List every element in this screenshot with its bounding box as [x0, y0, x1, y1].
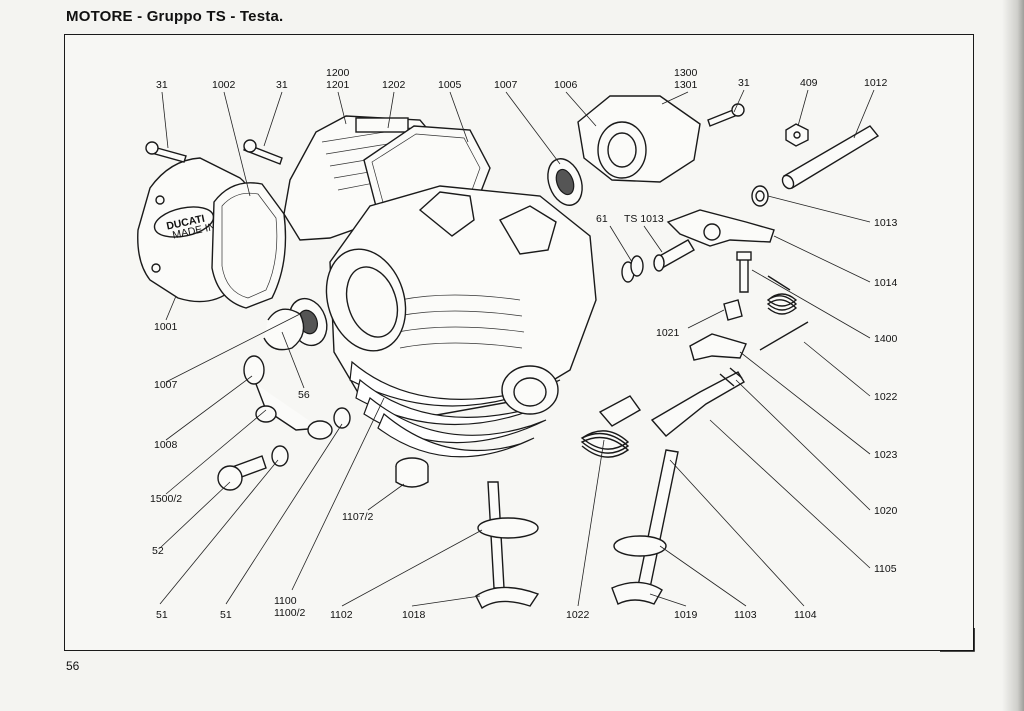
nut-409 [785, 123, 809, 147]
page-title: MOTORE - Gruppo TS - Testa. [66, 8, 284, 25]
cylinder-head [325, 185, 597, 458]
label-1001: 1001 [154, 321, 178, 333]
collet-1021 [723, 299, 743, 321]
bearing-1007-top [547, 158, 583, 206]
rocker-shaft-1012 [781, 125, 880, 190]
label-1300: 1300 [674, 67, 698, 79]
label-409: 409 [800, 77, 818, 89]
label-1002: 1002 [212, 79, 236, 91]
label-1103: 1103 [734, 609, 757, 621]
label-31-mid: 31 [276, 79, 288, 91]
spring-1400 [759, 275, 809, 351]
label-1020: 1020 [874, 505, 898, 517]
label-1013: 1013 [874, 217, 898, 229]
oil-pipe-1008 [243, 355, 333, 440]
label-1023: 1023 [874, 449, 898, 461]
label-1022-right: 1022 [874, 391, 898, 403]
gasket-1002 [211, 182, 287, 309]
label-1301: 1301 [674, 79, 698, 91]
label-1105: 1105 [874, 563, 897, 575]
label-1107-2: 1107/2 [342, 511, 373, 523]
label-1021: 1021 [656, 327, 680, 339]
label-31-right: 31 [738, 77, 750, 89]
rocker-arm-upper [666, 185, 775, 247]
screw-1014 [736, 251, 752, 293]
bearing-1007-left [263, 297, 328, 351]
label-1008: 1008 [154, 439, 178, 451]
label-51-right: 51 [220, 609, 232, 621]
corner-mark [940, 628, 975, 652]
label-1100-2: 1100/2 [274, 607, 305, 619]
label-1005: 1005 [438, 79, 462, 91]
valve-guide-1107 [395, 457, 429, 488]
page-edge-shadow [1002, 0, 1024, 711]
label-61: 61 [596, 213, 608, 225]
label-1102: 1102 [330, 609, 353, 621]
rocker-fork-1020 [650, 367, 745, 437]
washers-51 [271, 407, 351, 467]
label-1012: 1012 [864, 77, 888, 89]
label-1022-bottom: 1022 [566, 609, 590, 621]
valve-1019 [611, 449, 679, 605]
label-1201: 1201 [326, 79, 350, 91]
label-31-left: 31 [156, 79, 168, 91]
rocker-1023 [689, 333, 747, 361]
leader-lines [159, 89, 875, 607]
page-number: 56 [66, 659, 80, 673]
bolts-31 [145, 103, 745, 165]
label-1018: 1018 [402, 609, 426, 621]
label-1100: 1100 [274, 595, 297, 607]
label-51-left: 51 [156, 609, 168, 621]
label-1007-top: 1007 [494, 79, 518, 91]
label-1400: 1400 [874, 333, 898, 345]
label-1007-left: 1007 [154, 379, 178, 391]
washers-61 [621, 239, 695, 283]
bevel-housing-1006 [577, 95, 701, 183]
part-labels: 31 1002 31 1200 1201 1202 1005 1007 1006… [150, 67, 898, 621]
label-1006: 1006 [554, 79, 578, 91]
label-52: 52 [152, 545, 164, 557]
label-1019: 1019 [674, 609, 698, 621]
label-1200: 1200 [326, 67, 350, 79]
label-1500-2: 1500/2 [150, 493, 182, 505]
label-1202: 1202 [382, 79, 406, 91]
banjo-bolt-52 [217, 455, 267, 491]
label-1104: 1104 [794, 609, 817, 621]
label-ts1013: TS 1013 [624, 213, 664, 225]
label-1014: 1014 [874, 277, 898, 289]
valve-1018 [475, 481, 540, 610]
label-56: 56 [298, 389, 310, 401]
spring-1022-bottom [580, 395, 642, 458]
